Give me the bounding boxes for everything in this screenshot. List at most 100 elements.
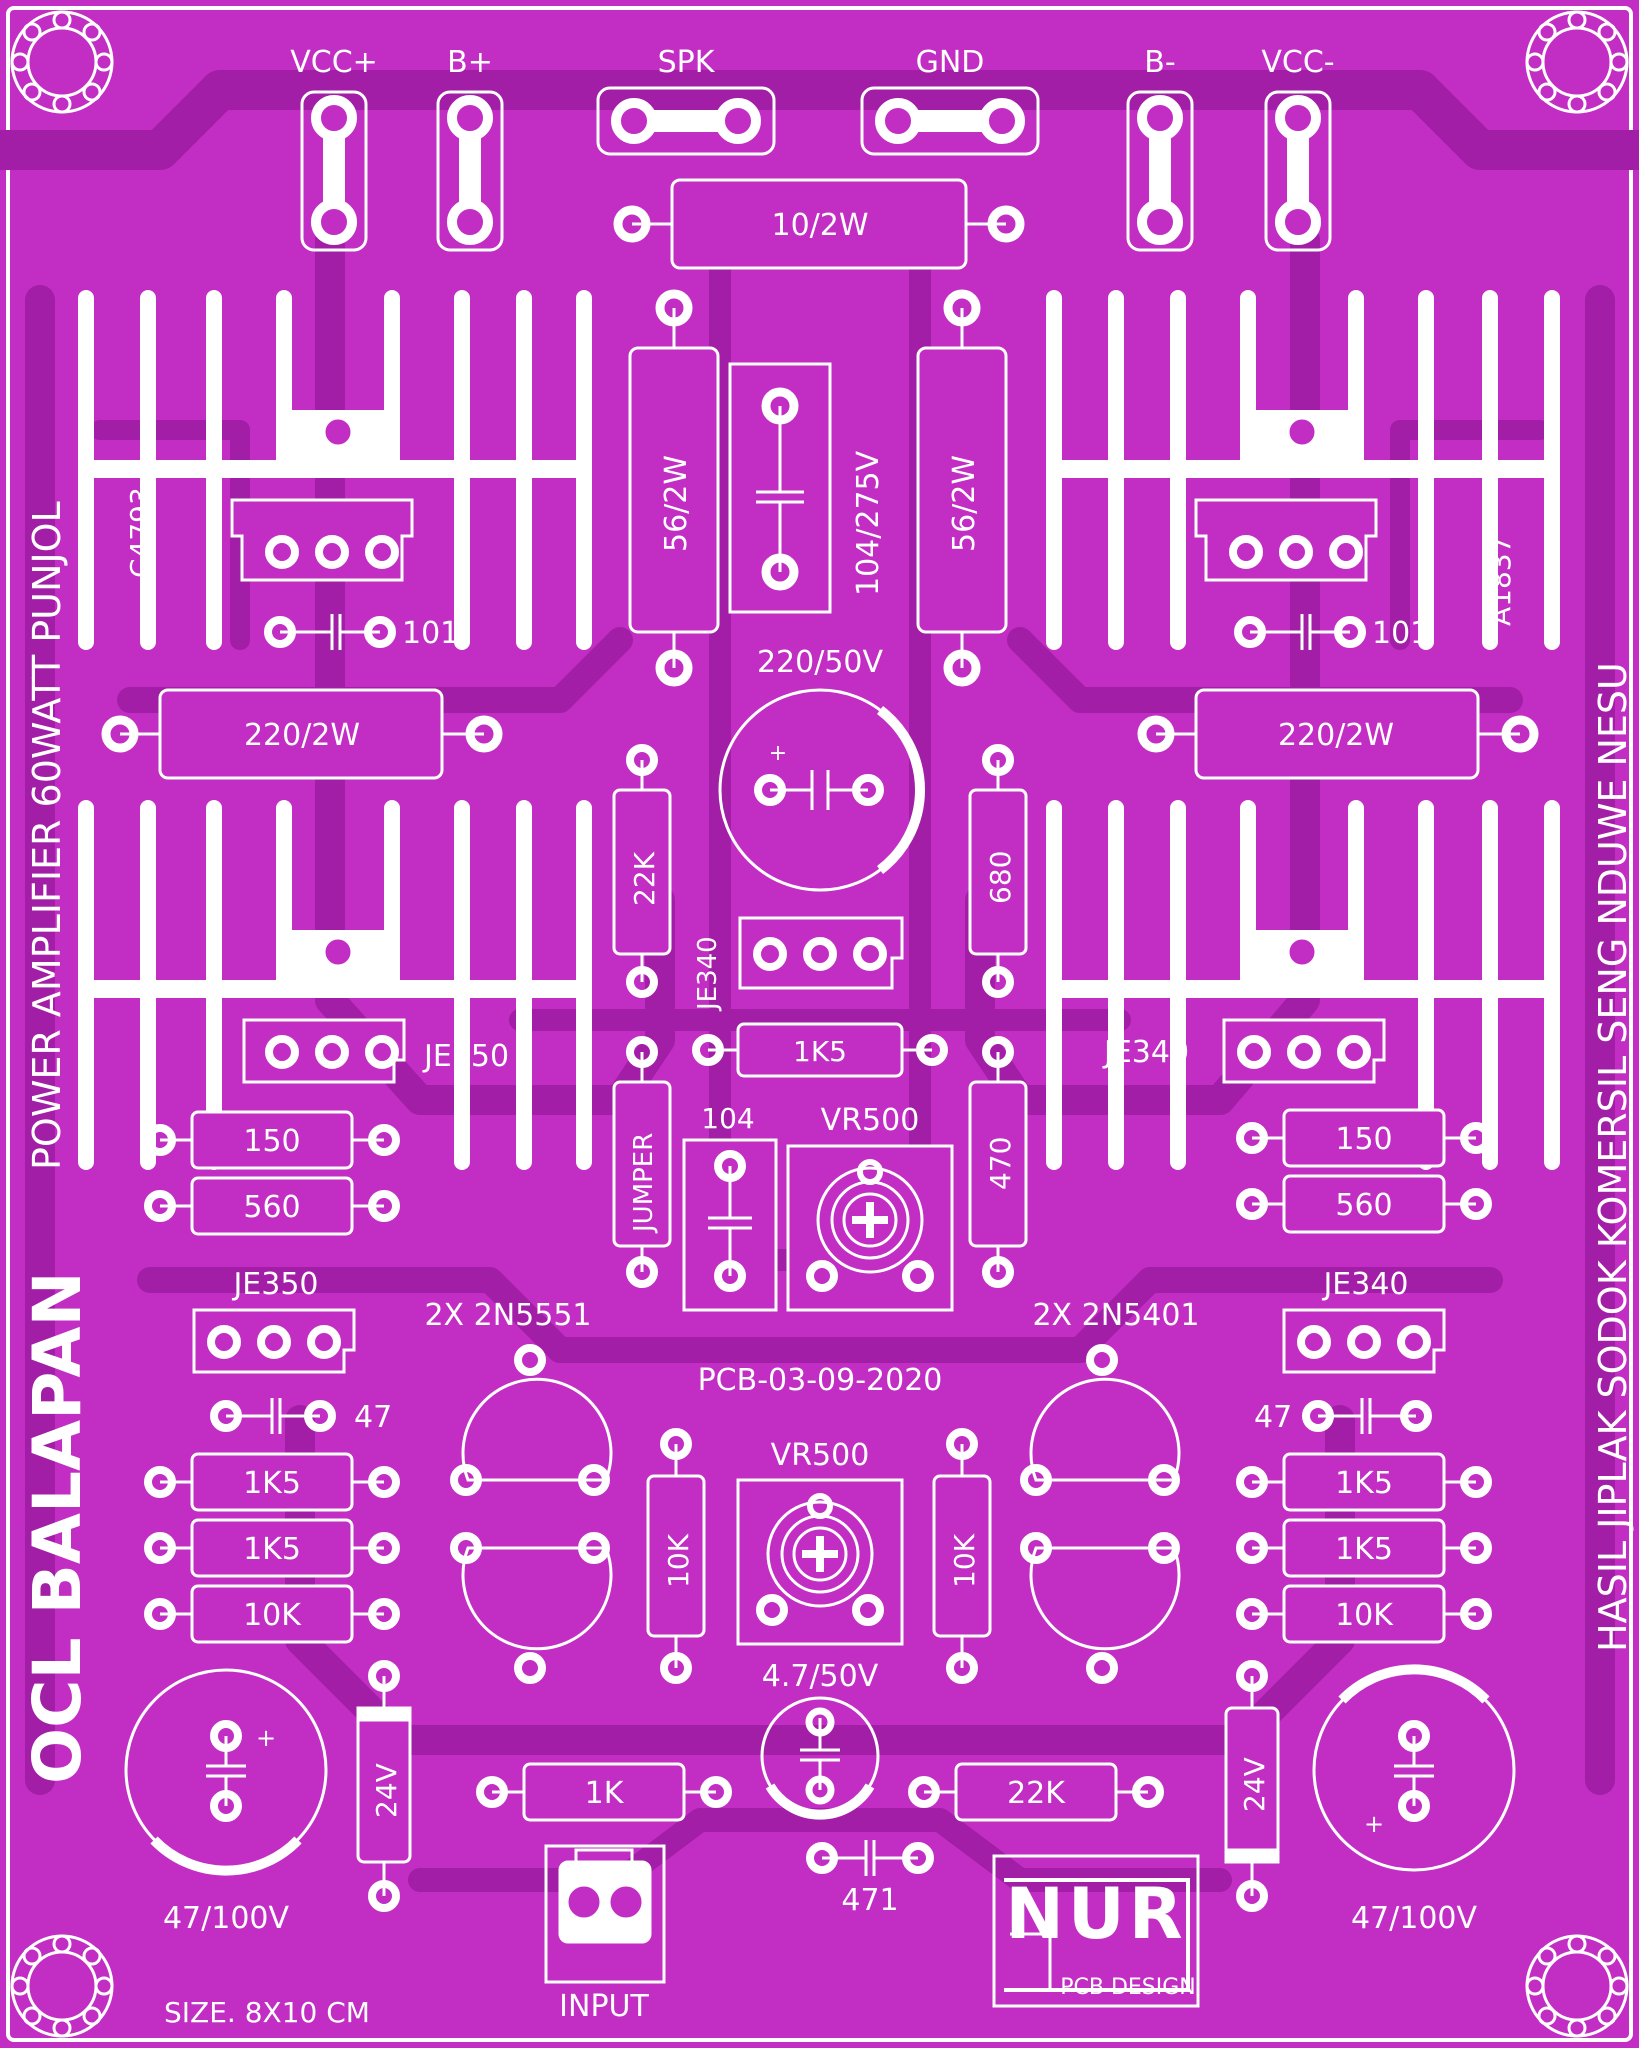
resistor-56-2w-right-label: 56/2W bbox=[947, 455, 982, 552]
heatsink-icon bbox=[78, 290, 1560, 1170]
resistor-220-2w-left-label: 220/2W bbox=[244, 718, 360, 753]
capacitor-104-label: 104 bbox=[701, 1102, 754, 1135]
resistor-22k-top bbox=[612, 744, 672, 998]
transistor-je350-left-label: JE350 bbox=[422, 1039, 509, 1074]
resistor-220-2w-right bbox=[1137, 688, 1539, 780]
board-outline bbox=[6, 6, 1633, 2042]
capacitor-47-right bbox=[1302, 1398, 1432, 1434]
side-text-right: HASIL JIPLAK SODOK KOMERSIL SENG NDUWE N… bbox=[1591, 662, 1635, 1652]
transistor-je340-center-label: JE340 bbox=[693, 936, 723, 1012]
zener-24v-right-label: 24V bbox=[1238, 1757, 1271, 1812]
resistor-10k-center-right bbox=[932, 1428, 992, 1684]
transistor-je340-lower-label: JE340 bbox=[1321, 1267, 1408, 1302]
label-vcc-minus: VCC- bbox=[1261, 45, 1334, 80]
transistor-c4793 bbox=[230, 498, 414, 582]
capacitor-4u7-50v bbox=[760, 1696, 880, 1820]
capacitor-101-right-label: 101 bbox=[1372, 616, 1429, 651]
zener-24v-right bbox=[1224, 1660, 1280, 1912]
resistor-150-right-label: 150 bbox=[1335, 1122, 1392, 1157]
transistor-2n5401-label: 2X 2N5401 bbox=[1032, 1298, 1199, 1333]
plus-sign: + bbox=[256, 1724, 276, 1752]
resistor-1k5-right-a bbox=[1236, 1452, 1492, 1512]
pcb-date: PCB-03-09-2020 bbox=[698, 1363, 943, 1398]
capacitor-47-left-label: 47 bbox=[354, 1400, 392, 1435]
resistor-220-2w-left bbox=[101, 688, 503, 780]
resistor-10k-right-label: 10K bbox=[1335, 1598, 1394, 1633]
capacitor-47-100v-right bbox=[1312, 1664, 1516, 1872]
capacitor-47-left bbox=[210, 1398, 336, 1434]
resistor-1k5-center bbox=[692, 1022, 948, 1078]
resistor-560-right-label: 560 bbox=[1335, 1188, 1392, 1223]
capacitor-47-100v-left bbox=[124, 1668, 328, 1876]
capacitor-104-275v bbox=[728, 362, 832, 614]
label-gnd: GND bbox=[916, 45, 985, 80]
resistor-150-left-label: 150 bbox=[243, 1124, 300, 1159]
capacitor-101-left-label: 101 bbox=[402, 616, 459, 651]
logo-nur bbox=[992, 1854, 1200, 2008]
capacitor-47-100v-right-label: 47/100V bbox=[1351, 1901, 1478, 1936]
resistor-10k-right bbox=[1236, 1584, 1492, 1644]
resistor-22k-top-label: 22K bbox=[628, 851, 661, 906]
title-ocl-balapan: OCL BALAPAN bbox=[19, 1271, 96, 1784]
capacitor-220-50v-label: 220/50V bbox=[757, 645, 884, 680]
resistor-10k-left-label: 10K bbox=[243, 1598, 302, 1633]
zener-24v-left-label: 24V bbox=[370, 1763, 403, 1818]
connector-vcc-minus bbox=[1264, 90, 1332, 252]
trimmer-vr500-bottom-label: VR500 bbox=[771, 1438, 870, 1473]
transistor-2n5401-pair bbox=[1020, 1344, 1181, 1684]
transistor-je350-lower bbox=[192, 1308, 356, 1374]
input-label: INPUT bbox=[559, 1989, 649, 2024]
resistor-10k-center-left-label: 10K bbox=[662, 1533, 695, 1588]
resistor-680 bbox=[968, 744, 1028, 998]
capacitor-471-label: 471 bbox=[841, 1883, 898, 1918]
resistor-22k-bottom bbox=[908, 1762, 1164, 1822]
trimmer-vr500-top-label: VR500 bbox=[821, 1103, 920, 1138]
connector-gnd bbox=[860, 86, 1040, 156]
input-connector bbox=[544, 1844, 666, 1984]
resistor-1k5-center-label: 1K5 bbox=[793, 1035, 847, 1068]
plus-sign: + bbox=[1364, 1810, 1384, 1838]
resistor-22k-bottom-label: 22K bbox=[1007, 1776, 1066, 1811]
transistor-je340-right-label: JE340 bbox=[1102, 1035, 1189, 1070]
logo-mark: NUR bbox=[1005, 1873, 1186, 1955]
resistor-10k-center-left bbox=[646, 1428, 706, 1684]
resistor-560-right bbox=[1236, 1174, 1492, 1234]
resistor-1k5-right-b bbox=[1236, 1518, 1492, 1578]
capacitor-104 bbox=[682, 1138, 778, 1312]
transistor-je340-lower bbox=[1282, 1308, 1446, 1374]
resistor-1k5-left-b bbox=[144, 1518, 400, 1578]
resistor-56-2w-left bbox=[628, 289, 720, 687]
resistor-680-label: 680 bbox=[984, 851, 1017, 904]
resistor-1k5-left-a-label: 1K5 bbox=[243, 1466, 301, 1501]
resistor-10k-center-right-label: 10K bbox=[948, 1533, 981, 1588]
transistor-je340-right bbox=[1222, 1018, 1386, 1084]
transistor-2n5551-pair bbox=[450, 1344, 613, 1684]
trimmer-pot-icon bbox=[786, 1144, 954, 1312]
connector-spk bbox=[596, 86, 776, 156]
mounting-hole-icon bbox=[10, 10, 1629, 2038]
resistor-470-label: 470 bbox=[984, 1137, 1017, 1190]
jumper-label: JUMPER bbox=[629, 1133, 659, 1234]
resistor-1k-label: 1K bbox=[585, 1776, 625, 1811]
transistor-je350-lower-label: JE350 bbox=[231, 1267, 318, 1302]
resistor-1k5-left-a bbox=[144, 1452, 400, 1512]
resistor-560-left-label: 560 bbox=[243, 1190, 300, 1225]
label-vcc-plus: VCC+ bbox=[290, 45, 378, 80]
resistor-220-2w-right-label: 220/2W bbox=[1278, 718, 1394, 753]
resistor-10-2w-label: 10/2W bbox=[771, 208, 868, 243]
zener-24v-left bbox=[356, 1660, 412, 1912]
resistor-1k5-right-b-label: 1K5 bbox=[1335, 1532, 1393, 1567]
capacitor-104-275v-label: 104/275V bbox=[851, 450, 886, 596]
heatsink-mount-holes bbox=[322, 416, 1318, 968]
resistor-56-2w-left-label: 56/2W bbox=[659, 455, 694, 552]
capacitor-471 bbox=[806, 1840, 934, 1876]
label-b-minus: B- bbox=[1144, 45, 1175, 80]
transistor-2n5551-label: 2X 2N5551 bbox=[424, 1298, 591, 1333]
resistor-560-left bbox=[144, 1176, 400, 1236]
label-spk: SPK bbox=[658, 45, 716, 80]
title-power-amplifier: POWER AMPLIFIER 60WATT PUNJOL bbox=[25, 501, 69, 1170]
capacitor-4u7-50v-label: 4.7/50V bbox=[762, 1659, 879, 1694]
jumper-link bbox=[612, 1036, 672, 1288]
logo-caption: PCB DESIGN bbox=[1060, 1975, 1196, 2000]
